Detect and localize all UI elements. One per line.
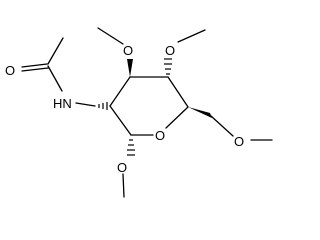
atom-oxygen-c1: O [117, 160, 127, 175]
c4-hash-bond [164, 58, 172, 75]
c1-hash-bond [127, 139, 135, 156]
atom-oxygen-c6: O [234, 134, 244, 149]
c3-wedge-bond [127, 59, 133, 77]
bond-c1-c2 [109, 105, 132, 136]
bond-c3-oxygen-methyl [97, 27, 124, 45]
bond-c4-c5 [167, 76, 189, 108]
bond-carbonyl-oxygen-1 [21, 63, 48, 68]
c5-wedge-bond [188, 107, 212, 118]
bond-carbonyl-nitrogen [47, 65, 63, 92]
molecule-drawing: O HN O O O O O [5, 27, 273, 198]
atom-oxygen-c4: O [165, 43, 175, 58]
structure-canvas: O HN O O O O O [5, 27, 273, 198]
atom-oxygen-c3: O [123, 43, 133, 58]
atom-amide-nitrogen: HN [53, 96, 72, 111]
bond-c2-c3 [109, 76, 131, 107]
bond-carbonyl-oxygen-2 [21, 67, 49, 72]
c2-hash-bond [98, 102, 108, 110]
bond-c1-oxygen-methyl [122, 173, 125, 198]
bond-c5-ring-oxygen [165, 106, 189, 129]
bond-c6-oxygen [210, 115, 234, 137]
bond-c4-oxygen-methyl [177, 29, 206, 43]
atom-carbonyl-oxygen: O [5, 63, 15, 78]
bond-methyl-carbonyl [47, 37, 64, 65]
bond-nitrogen-c2 [75, 102, 96, 107]
atom-ring-oxygen: O [155, 128, 165, 143]
